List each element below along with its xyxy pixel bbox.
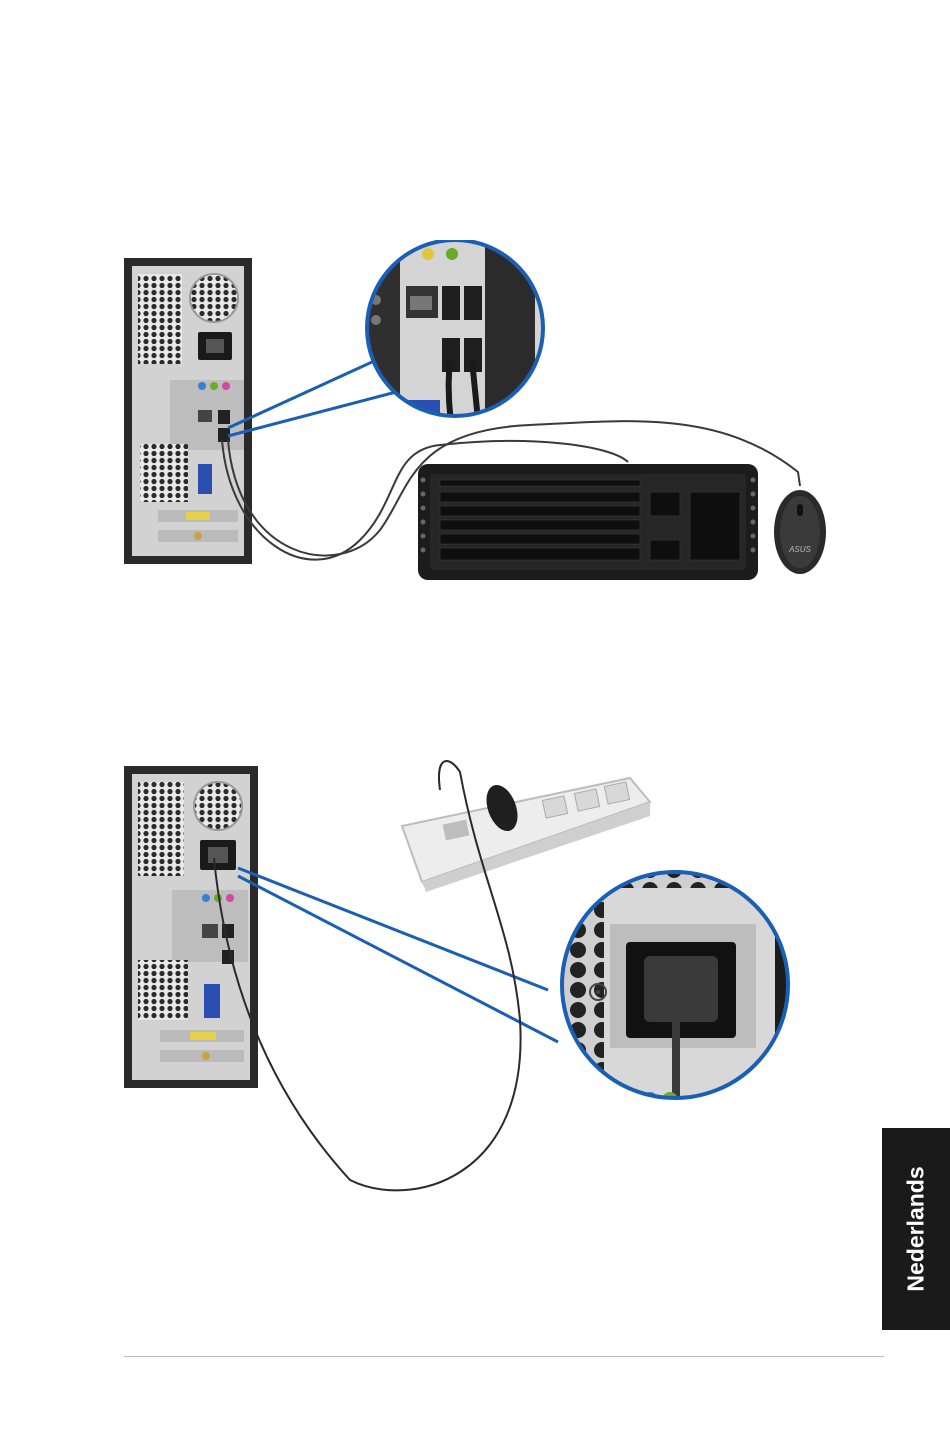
keyboard-mouse-connection-illustration: ASUS [110, 240, 850, 600]
keyboard [418, 464, 758, 580]
language-side-tab-label: Nederlands [903, 1166, 930, 1291]
computer-tower-rear [124, 258, 252, 564]
usb-ports-zoom-callout [360, 240, 560, 440]
mouse-logo: ASUS [788, 545, 811, 554]
language-side-tab: Nederlands [882, 1128, 950, 1330]
mouse: ASUS [774, 490, 826, 574]
power-cord-connection-illustration [110, 760, 810, 1200]
computer-tower-rear [124, 766, 258, 1088]
footer-rule [124, 1356, 884, 1357]
power-strip [402, 778, 650, 892]
power-socket-zoom-callout [560, 870, 800, 1120]
